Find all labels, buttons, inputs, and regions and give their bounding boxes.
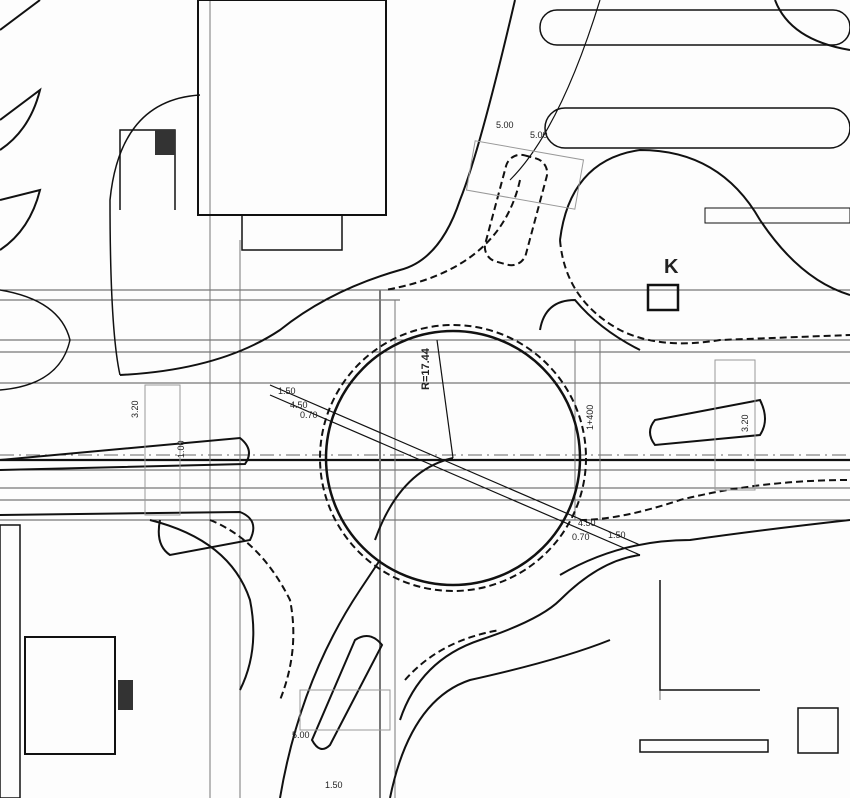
- station-label: 1+400: [585, 404, 595, 430]
- marker-box: [646, 283, 680, 312]
- dim-label: 1.50: [278, 386, 296, 396]
- dim-label: 4.50: [578, 518, 596, 528]
- roundabout-outer-circle: [319, 324, 587, 592]
- north-splitter-island: [483, 153, 549, 267]
- dim-label: 5.00: [530, 130, 548, 140]
- dim-label: 5.00: [496, 120, 514, 130]
- dim-label: 1.50: [325, 780, 343, 790]
- dim-label: 3.20: [130, 400, 140, 418]
- main-road-lines: [0, 289, 850, 521]
- dim-label: 4.50: [290, 400, 308, 410]
- marker-label: K: [664, 256, 679, 278]
- dim-label: 0.70: [572, 532, 590, 542]
- dim-label: 1.00: [176, 440, 186, 458]
- dim-label: 1.50: [608, 530, 626, 540]
- dim-label: 5.00: [292, 730, 310, 740]
- roundabout-inner-circle: [324, 329, 582, 587]
- west-splitter-island: [0, 436, 250, 471]
- building-south-west: [24, 636, 116, 755]
- building-north-west: [197, 0, 387, 216]
- south-splitter-island: [310, 635, 384, 750]
- east-splitter-island: [649, 398, 766, 447]
- radius-label: R=17.44: [420, 348, 432, 390]
- dim-label: 0.70: [300, 410, 318, 420]
- dim-label: 3.20: [740, 414, 750, 432]
